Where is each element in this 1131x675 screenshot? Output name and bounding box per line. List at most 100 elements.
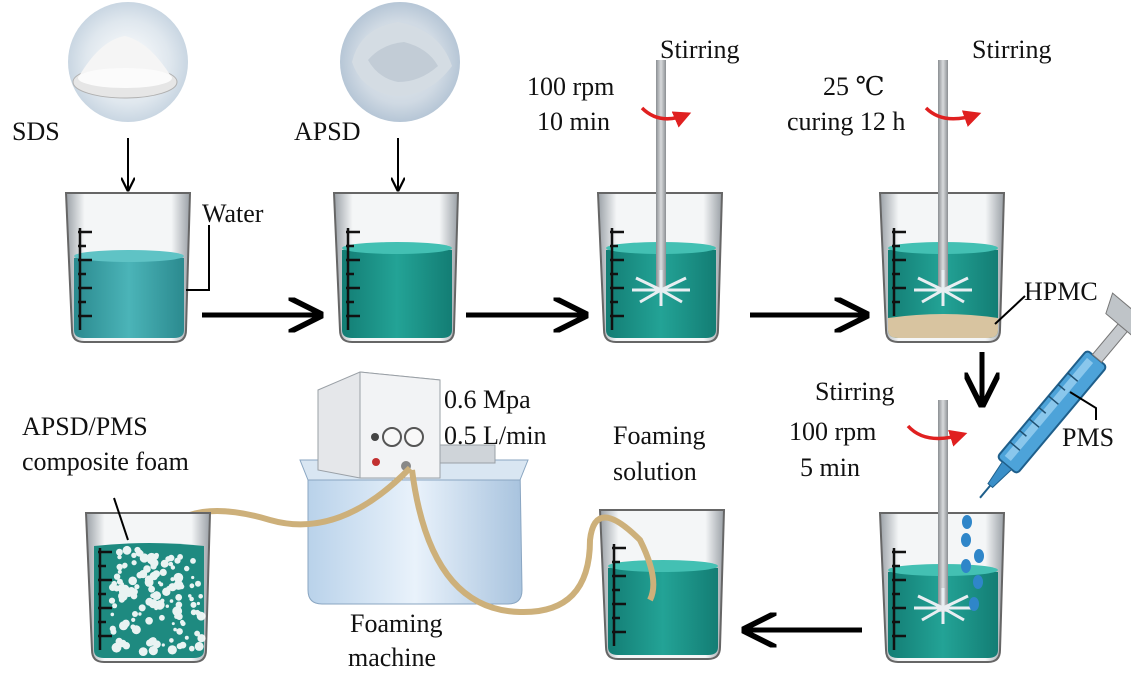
foam-bubble <box>199 616 204 621</box>
foam-bubble <box>169 638 174 643</box>
foam-bubble <box>189 583 195 589</box>
beaker-apsd <box>332 192 460 343</box>
foam-bubble <box>136 571 144 579</box>
beaker-water <box>64 192 192 343</box>
stirring-1-speed: 100 rpm <box>527 72 614 101</box>
foam-bubble <box>161 643 165 647</box>
foam-bubble <box>189 596 194 602</box>
foam-bubble <box>131 617 136 623</box>
foam-bubble <box>122 562 128 568</box>
foam-bubble <box>175 594 183 601</box>
foam-bubble <box>173 627 177 632</box>
foam-bubble <box>132 611 138 617</box>
foam-bubble <box>168 583 177 592</box>
beaker-foaming-solution <box>598 509 726 660</box>
foam-bubble <box>195 580 201 587</box>
foam-bubble <box>151 638 156 642</box>
stirring-2-temp: 25 ℃ <box>823 72 885 101</box>
water-label: Water <box>202 199 264 228</box>
foam-bubble <box>113 573 121 580</box>
foam-bubble <box>169 599 174 603</box>
foaming-solution-line1: Foaming <box>613 421 705 450</box>
rotation-arrow-2 <box>924 106 982 127</box>
stirring-3-title: Stirring <box>815 377 894 406</box>
foam-bubble <box>149 571 158 581</box>
foam-bubble <box>148 599 158 609</box>
machine-pressure: 0.6 Mpa <box>444 385 531 414</box>
foam-bubble <box>159 568 167 577</box>
foam-bubble <box>184 565 190 572</box>
water-leader-line <box>186 225 210 291</box>
foam-label-line2: composite foam <box>22 447 189 476</box>
foam-bubble <box>173 572 184 583</box>
beaker-pms <box>878 400 1006 663</box>
foam-bubble <box>180 619 185 625</box>
foam-bubble <box>194 630 201 637</box>
foam-bubble <box>190 609 197 616</box>
apsd-label: APSD <box>294 117 360 146</box>
pms-leader-line <box>1069 391 1097 420</box>
sds-powder-image <box>68 2 188 122</box>
foam-bubble <box>171 622 175 626</box>
foam-bubble <box>112 603 118 609</box>
syringe-icon <box>979 292 1131 499</box>
machine-flow: 0.5 L/min <box>444 421 547 450</box>
foam-bubble <box>175 601 183 609</box>
foam-bubble <box>160 559 169 568</box>
pms-label: PMS <box>1062 423 1114 452</box>
foam-bubble <box>117 554 122 560</box>
stirring-3-speed: 100 rpm <box>789 417 876 446</box>
foam-bubble <box>128 576 137 586</box>
machine-label-line2: machine <box>348 643 436 672</box>
hpmc-label: HPMC <box>1024 277 1098 306</box>
foam-bubble <box>177 554 184 560</box>
foam-bubble <box>108 597 116 604</box>
foam-bubble <box>196 601 200 606</box>
foam-bubble <box>117 569 122 574</box>
beaker-composite-foam <box>84 512 212 663</box>
foam-bubble <box>119 621 128 631</box>
foam-bubble <box>191 575 195 580</box>
foam-bubble <box>189 645 195 652</box>
foam-bubble <box>146 639 153 647</box>
foam-bubble <box>170 565 176 570</box>
foam-bubble <box>110 628 117 635</box>
foam-bubble <box>165 604 169 608</box>
foam-bubble <box>144 578 154 587</box>
foam-bubble <box>120 584 130 594</box>
foam-bubble <box>130 589 134 593</box>
foam-bubble <box>176 643 183 650</box>
foam-bubble <box>148 646 158 656</box>
foam-leader-line <box>113 497 129 541</box>
foam-bubble <box>116 548 123 556</box>
foam-bubble <box>194 641 204 651</box>
foam-bubble <box>110 612 115 617</box>
stirring-2-curing: curing 12 h <box>787 107 905 136</box>
foam-bubble <box>122 642 130 650</box>
foam-bubble <box>157 581 162 585</box>
stirring-1-title: Stirring <box>660 35 739 64</box>
foam-bubble <box>195 609 200 614</box>
foam-bubble <box>116 563 123 571</box>
foam-bubble <box>146 552 157 563</box>
hpmc-leader-line <box>994 295 1026 325</box>
foam-bubble <box>172 606 183 617</box>
foam-bubble <box>198 594 203 599</box>
foam-bubble <box>176 628 183 635</box>
foam-bubble <box>145 617 153 625</box>
stirring-1-time: 10 min <box>537 107 610 136</box>
foam-bubble <box>138 612 142 616</box>
stirring-3-time: 5 min <box>800 453 860 482</box>
foam-bubble <box>139 553 149 563</box>
foam-bubble <box>130 624 136 630</box>
rotation-arrow-1 <box>640 106 692 128</box>
rotation-arrow-3 <box>906 424 968 447</box>
foaming-solution-line2: solution <box>613 457 697 486</box>
beaker-stirring-1 <box>596 60 724 343</box>
foam-bubble <box>190 601 197 608</box>
apsd-powder-image <box>340 2 460 122</box>
foam-bubble <box>190 558 196 564</box>
foam-bubble <box>168 561 174 567</box>
foam-bubble <box>188 594 192 598</box>
